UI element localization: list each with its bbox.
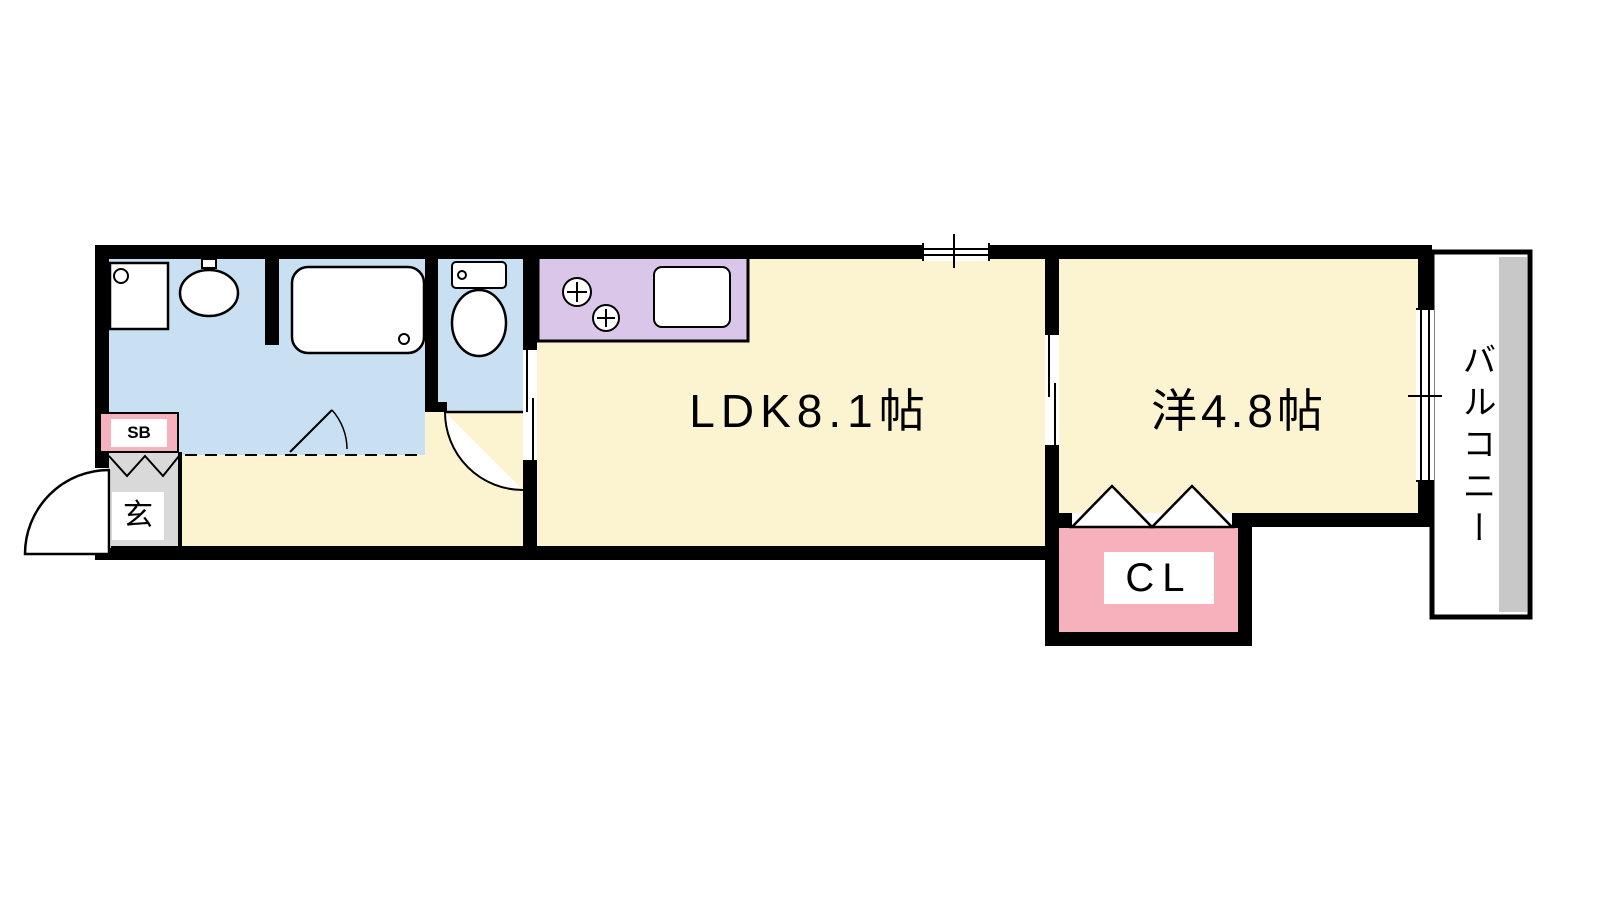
wall-ldk-western-upper <box>1045 245 1059 335</box>
wall-bathroom-toilet <box>425 245 438 412</box>
toilet-flush-icon <box>457 270 467 280</box>
entrance-step-zigzag <box>108 454 180 478</box>
entrance-label: 玄 <box>112 492 164 540</box>
window-gap <box>922 243 990 261</box>
kitchen-sink-icon <box>653 266 731 328</box>
wall-hall-ldk-upper <box>523 245 537 350</box>
folding-door-icon <box>1069 484 1155 529</box>
balcony-label: バルコニー <box>1457 342 1495 552</box>
balcony <box>1429 249 1533 620</box>
wall-toilet-stub <box>425 402 447 412</box>
balcony-rail <box>1499 257 1527 612</box>
wash-basin-icon <box>178 268 240 318</box>
wall-bottom-main <box>95 546 1059 560</box>
wall-washroom-bathroom <box>265 245 279 345</box>
bathroom-door-leaf <box>289 409 333 453</box>
walls <box>95 245 1432 646</box>
washing-machine-drain-icon <box>113 268 129 284</box>
door-gap <box>523 350 537 460</box>
toilet-door-swing-icon <box>444 411 524 491</box>
wall-closet-bottom <box>1045 632 1252 646</box>
wall-ldk-western-lower <box>1045 445 1059 646</box>
bathroom-door-swing-icon <box>331 409 348 450</box>
entrance-door <box>23 468 111 556</box>
toilet-door <box>444 410 524 491</box>
kitchen <box>536 255 750 343</box>
wall-top <box>95 245 1432 259</box>
window-balcony <box>1408 308 1442 482</box>
bathroom-door <box>289 409 348 453</box>
entrance-door-swing-icon <box>23 468 111 556</box>
shoebox-label: SB <box>111 419 167 447</box>
bathtub-drain-icon <box>398 333 410 345</box>
bathtub-icon <box>290 265 426 355</box>
wall-western-bottom-left-stub <box>1045 513 1072 527</box>
door-gap <box>1045 335 1059 445</box>
toilet-bowl-icon <box>450 288 508 358</box>
western-room-label: 洋4.8帖 <box>1151 385 1327 437</box>
entrance-divider-line <box>178 452 182 546</box>
ldk-room-label: LDK8.1帖 <box>689 385 931 437</box>
toilet-tank-icon <box>451 261 507 289</box>
wall-closet-right <box>1238 527 1252 646</box>
western-room-floor <box>1059 259 1418 513</box>
closet-folding-doors <box>1059 484 1238 529</box>
sliding-door-hall-ldk <box>523 350 537 460</box>
folding-door-icon <box>1149 484 1235 529</box>
wall-western-bottom-right <box>1232 513 1432 527</box>
wall-hall-ldk-lower <box>523 460 537 560</box>
closet-label: CL <box>1104 552 1214 604</box>
window-top <box>922 234 990 268</box>
fixtures <box>108 258 508 358</box>
sliding-door-ldk-western <box>1045 335 1059 445</box>
basin-tap-icon <box>201 258 217 269</box>
